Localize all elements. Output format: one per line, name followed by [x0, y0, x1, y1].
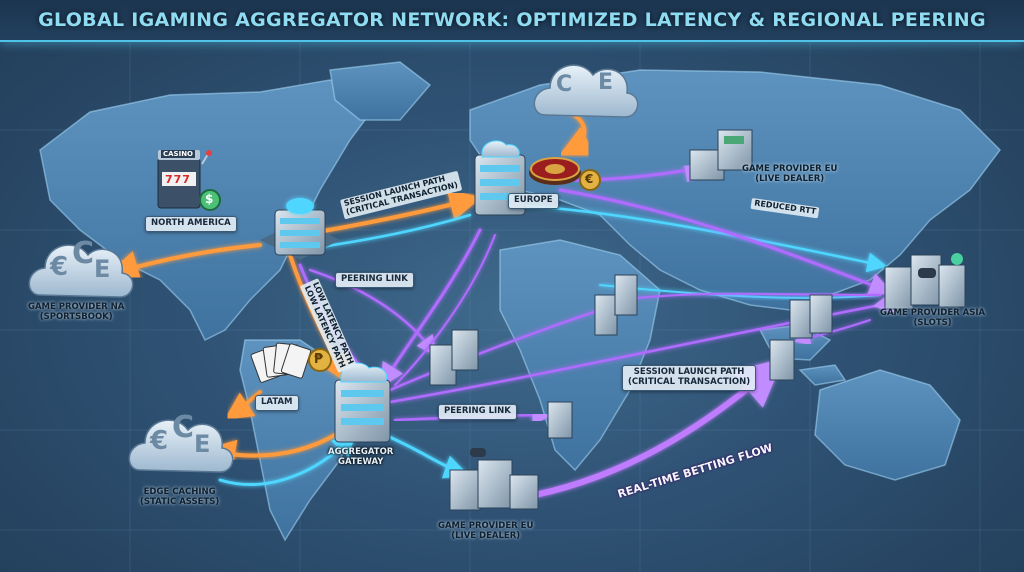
coin-europe	[579, 169, 601, 191]
session-path-latam	[224, 390, 262, 420]
label-latam-text: LATAM	[261, 397, 293, 407]
server-africa	[547, 401, 573, 439]
casino-sign: Casino	[161, 150, 196, 158]
cloud-glyph-europe-e: E	[598, 70, 614, 95]
label-provider-eu-bottom-line1: Game Provider EU	[438, 521, 534, 531]
coin-casino	[199, 189, 221, 211]
gamepad-icon	[918, 268, 936, 278]
server-mid-africa	[594, 274, 638, 336]
cyan-path-gateway-provider	[383, 433, 469, 479]
label-europe-text: Europe	[514, 195, 553, 205]
peering-europe-gateway-2	[394, 234, 496, 386]
label-peering-bottom: Peering Link	[438, 404, 517, 420]
cloud-glyph-na-cent: C	[72, 236, 95, 271]
session-path-na-provider	[106, 243, 262, 282]
indonesia-islands	[798, 364, 847, 386]
peering-top	[308, 268, 437, 357]
label-provider-asia-line1: Game Provider Asia	[880, 308, 986, 318]
coin-europe-symbol: €	[585, 172, 594, 186]
peering-europe-asia	[558, 188, 894, 296]
label-gateway-line1: Aggregator	[328, 447, 394, 457]
label-peering-top: Peering Link	[335, 272, 414, 288]
peering-gateway-mid	[388, 308, 602, 392]
label-provider-eu-bottom-line2: (Live Dealer)	[451, 530, 521, 541]
server-asia-center	[789, 294, 833, 339]
cloud-glyph-na-e: E	[94, 255, 111, 283]
label-provider-eu-top-line2: (Live Dealer)	[755, 173, 825, 184]
label-north-america-text: North America	[151, 218, 231, 228]
greenland-landmass	[329, 61, 432, 121]
slot-reels: 777	[165, 173, 191, 186]
label-peering-bottom-text: Peering Link	[444, 406, 511, 416]
label-session-launch-bottom: Session Launch Path (Critical Transactio…	[622, 365, 757, 391]
network-map	[0, 40, 1024, 572]
coin-latam-symbol: ₱	[314, 352, 324, 367]
cloud-europe	[533, 64, 639, 118]
cloud-glyph-edge-euro: €	[150, 426, 169, 456]
label-peering-top-text: Peering Link	[341, 274, 408, 284]
realtime-betting-flow	[517, 358, 784, 501]
australia-landmass	[814, 369, 961, 481]
label-edge-caching-line2: (Static Assets)	[140, 496, 220, 507]
server-europe	[474, 140, 526, 216]
label-edge-caching-line1: Edge Caching	[143, 487, 216, 497]
peering-mid-asia	[619, 292, 881, 301]
cloud-glyph-edge-e: E	[194, 430, 211, 458]
cyan-path-asia-return	[599, 284, 881, 299]
playing-cards	[250, 342, 312, 383]
label-latam: LATAM	[255, 395, 299, 411]
label-provider-eu-top: Game Provider EU (Live Dealer)	[742, 164, 838, 185]
label-provider-eu-top-line1: Game Provider EU	[742, 164, 838, 174]
provider-eu-top-buildings	[689, 129, 753, 181]
title-bar: Global iGaming Aggregator Network: Optim…	[0, 0, 1024, 42]
roulette-wheel	[529, 157, 581, 185]
label-gateway: Aggregator Gateway	[328, 447, 394, 468]
cloud-glyph-edge-cent: C	[172, 410, 195, 445]
cloud-provider-na	[28, 244, 134, 298]
cloud-glyph-europe-cent: C	[556, 72, 573, 97]
label-session-launch-bottom-line2: (Critical Transaction)	[628, 376, 751, 387]
server-mid-gateway	[429, 329, 479, 386]
label-provider-asia: Game Provider Asia (Slots)	[880, 308, 986, 329]
provider-asia-buildings	[884, 253, 966, 310]
label-provider-na-line1: Game Provider NA	[28, 302, 125, 312]
server-na	[260, 198, 340, 260]
peering-europe-gateway	[380, 228, 482, 388]
coin-casino-symbol: $	[205, 192, 214, 206]
coin-latam	[308, 348, 332, 372]
label-provider-na-line2: (Sportsbook)	[39, 311, 113, 322]
label-provider-na: Game Provider NA (Sportsbook)	[28, 302, 125, 323]
label-europe: Europe	[508, 193, 559, 209]
label-north-america: North America	[145, 216, 237, 232]
cyan-path-edge-gateway	[218, 431, 357, 486]
label-session-launch-bottom-line1: Session Launch Path	[633, 367, 745, 377]
provider-eu-bottom-buildings	[449, 459, 539, 511]
server-gateway	[334, 362, 391, 443]
gamepad-icon-bottom	[470, 448, 486, 457]
cloud-glyph-na-euro: €	[50, 252, 69, 282]
label-edge-caching: Edge Caching (Static Assets)	[140, 487, 220, 508]
cloud-edge	[128, 419, 234, 473]
label-provider-asia-line2: (Slots)	[913, 317, 952, 328]
label-provider-eu-bottom: Game Provider EU (Live Dealer)	[438, 521, 534, 542]
page-title: Global iGaming Aggregator Network: Optim…	[38, 9, 986, 31]
server-sea	[769, 339, 795, 381]
label-gateway-line2: Gateway	[337, 456, 384, 467]
